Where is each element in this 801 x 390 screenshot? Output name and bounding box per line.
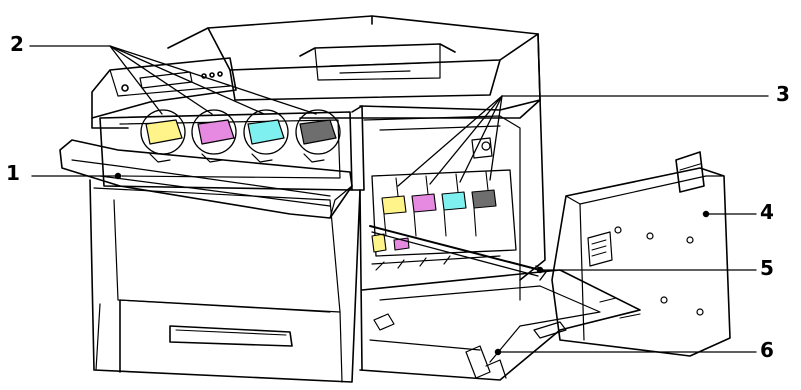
leader-dot-6 [495,349,500,354]
callout-2: 2 [10,34,24,54]
leader-dot-5 [537,267,542,272]
right-side-door [360,270,640,380]
leader-dot-1 [115,173,120,178]
printer-body [90,180,360,382]
imaging-units [372,170,516,270]
toner-cyan [244,110,288,162]
leader-line-2-a [110,46,162,114]
printer-top [168,16,545,280]
leader-dot-4 [703,211,708,216]
leader-line-2-c [110,46,264,114]
callout-3: 3 [776,84,790,104]
callout-4: 4 [760,202,774,222]
leader-line-2-b [110,46,212,114]
callout-6: 6 [760,340,774,360]
callout-1: 1 [6,163,20,183]
toner-magenta [192,110,236,162]
callout-5: 5 [760,258,774,278]
